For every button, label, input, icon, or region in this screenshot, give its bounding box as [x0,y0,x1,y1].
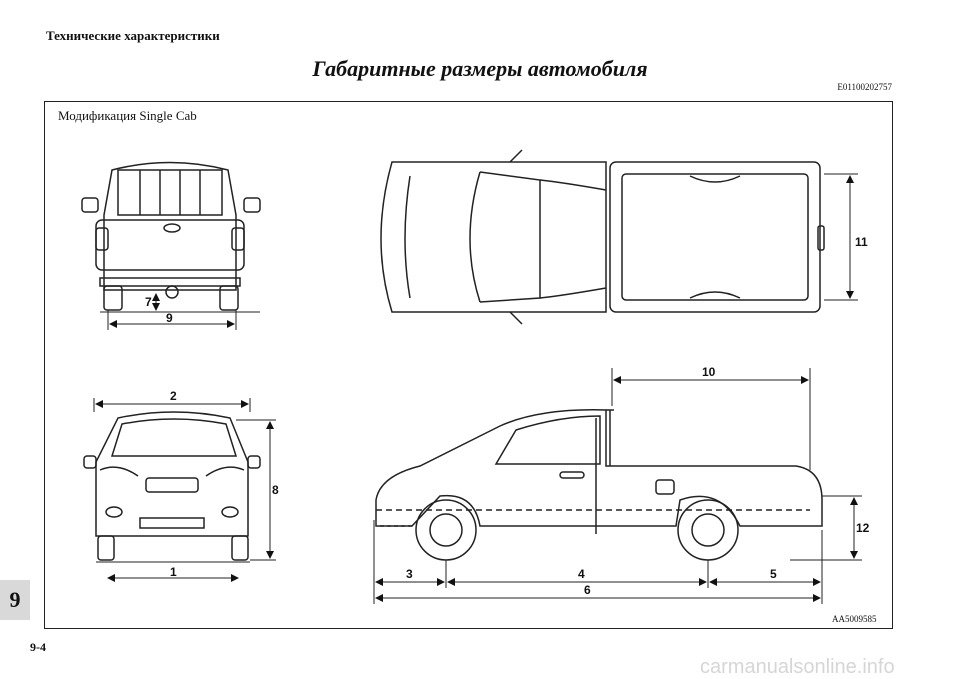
doc-code: E01100202757 [837,82,892,92]
dim-label-3: 3 [406,567,413,581]
section-header: Технические характеристики [46,28,220,43]
dim-label-5: 5 [770,567,777,581]
front-dims: 2 8 1 [93,389,279,582]
side-view [375,409,823,561]
dim-label-10: 10 [702,365,716,379]
dim-label-8: 8 [272,483,279,497]
dim-label-6: 6 [584,583,591,597]
top-dims: 11 [824,173,868,301]
top-view [380,149,825,325]
image-code: AA5009585 [832,614,877,624]
dim-label-4: 4 [578,567,585,581]
dim-label-2: 2 [170,389,177,403]
page-number: 9-4 [30,640,46,654]
diagram-frame [44,101,893,629]
front-view [83,411,261,561]
chapter-tab: 9 [0,580,30,620]
page-title: Габаритные размеры автомобиля [312,56,648,81]
rear-view [81,161,261,311]
dim-label-12: 12 [856,521,870,535]
diagram-caption: Модификация Single Cab [58,108,197,123]
side-dims: 10 12 3 4 5 6 [373,365,870,604]
rear-dims: 7 9 [100,293,260,330]
dim-label-7: 7 [145,295,152,309]
dim-label-11: 11 [855,235,868,249]
watermark: carmanualsonline.info [700,656,895,678]
dim-label-9: 9 [166,311,173,325]
dim-label-1: 1 [170,565,177,579]
